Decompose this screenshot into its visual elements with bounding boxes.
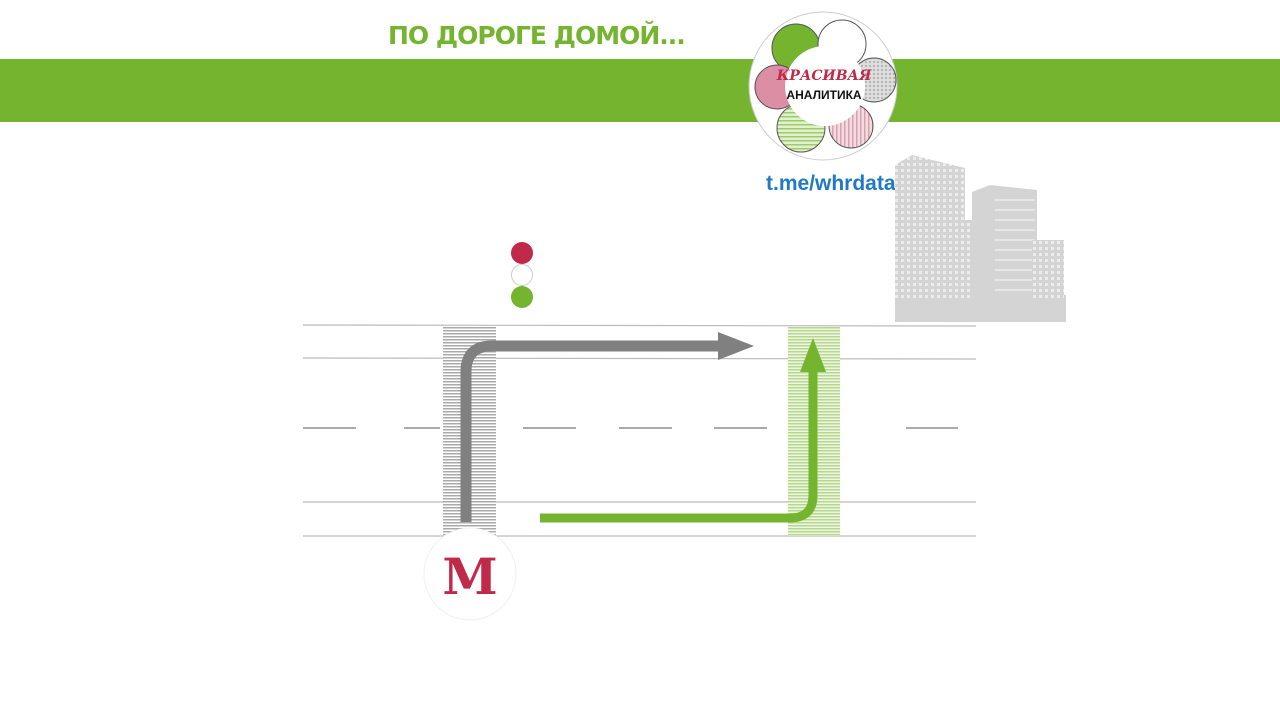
gray-route-arrow bbox=[460, 332, 754, 522]
traffic-light-icon bbox=[511, 242, 533, 308]
brand-logo: КРАСИВАЯ АНАЛИТИКА bbox=[748, 11, 898, 161]
header-band bbox=[0, 59, 1280, 122]
logo-line1: КРАСИВАЯ bbox=[776, 68, 872, 84]
page-title: ПО ДОРОГЕ ДОМОЙ... bbox=[388, 21, 685, 50]
logo-line2: АНАЛИТИКА bbox=[786, 88, 861, 102]
road bbox=[302, 324, 977, 537]
green-route-arrow bbox=[540, 338, 826, 523]
telegram-link[interactable]: t.me/whrdata bbox=[766, 172, 896, 195]
metro-icon: M bbox=[423, 527, 517, 621]
buildings-icon bbox=[895, 155, 1066, 322]
metro-letter: M bbox=[442, 547, 497, 606]
